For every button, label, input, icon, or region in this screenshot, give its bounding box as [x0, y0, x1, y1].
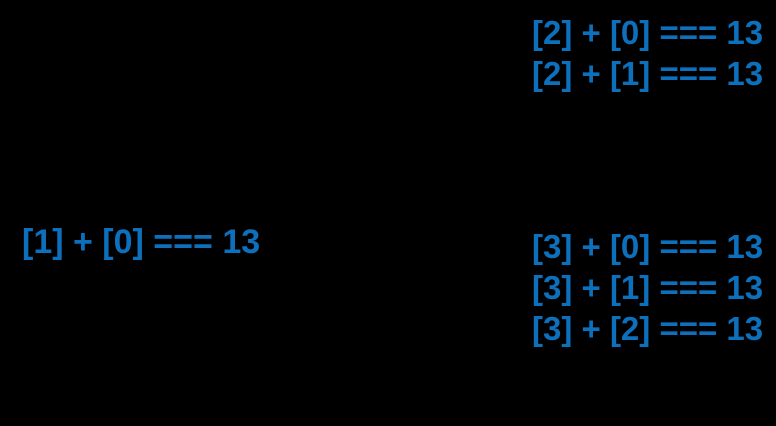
comparison-group-index-2: [2] + [0] === 13 [2] + [1] === 13 — [532, 12, 763, 94]
comparison-line: [2] + [1] === 13 — [532, 55, 764, 92]
comparison-group-index-3: [3] + [0] === 13 [3] + [1] === 13 [3] + … — [532, 226, 763, 349]
comparison-group-index-1: [1] + [0] === 13 — [22, 222, 260, 263]
comparison-line: [2] + [0] === 13 — [532, 14, 764, 51]
comparison-line: [1] + [0] === 13 — [22, 223, 261, 261]
comparison-line: [3] + [1] === 13 — [532, 269, 764, 306]
comparison-line: [3] + [0] === 13 — [532, 228, 764, 265]
comparison-line: [3] + [2] === 13 — [532, 310, 764, 347]
